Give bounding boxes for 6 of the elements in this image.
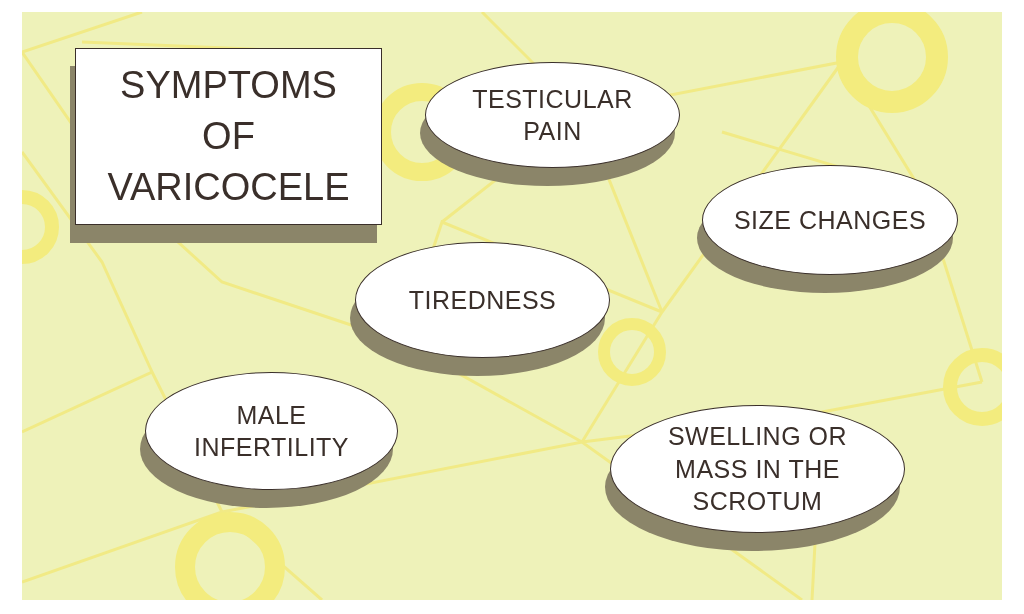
symptom-label: SWELLING OR MASS IN THE SCROTUM	[666, 421, 849, 518]
symptom-label: SIZE CHANGES	[733, 204, 927, 236]
symptom-label: MALE INFERTILITY	[192, 399, 351, 463]
title: SYMPTOMS OF VARICOCELE	[106, 62, 351, 211]
symptom-label: TIREDNESS	[408, 284, 557, 316]
symptom-label: TESTICULAR PAIN	[471, 83, 634, 147]
